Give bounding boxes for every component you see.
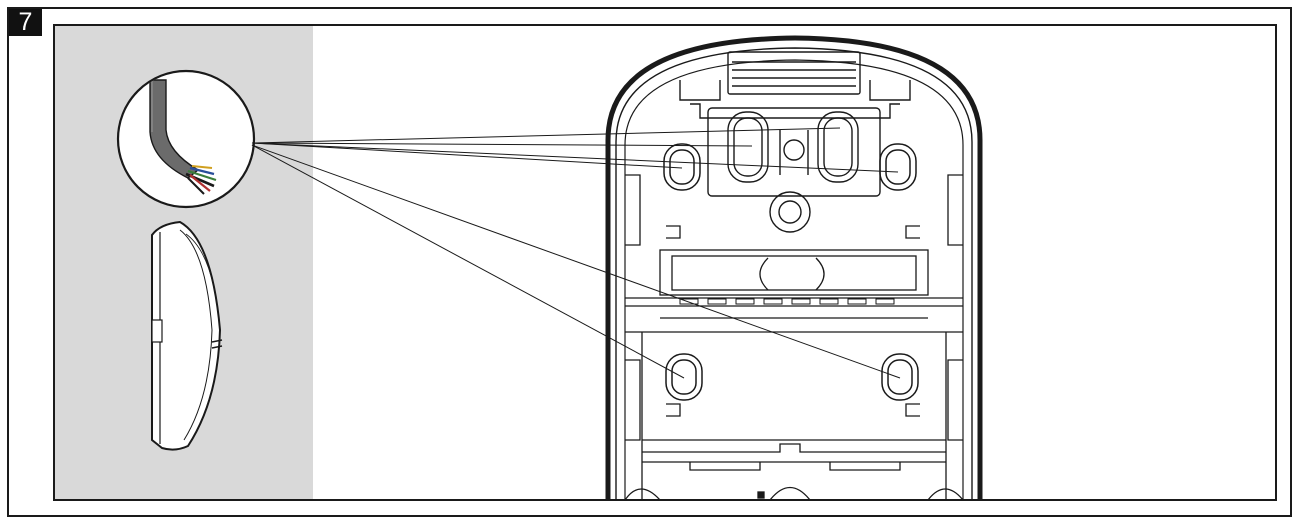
cable-entry-leader-lines <box>251 127 901 379</box>
figure-number-badge: 7 <box>9 9 42 36</box>
mounting-hole-icon <box>879 143 917 191</box>
mounting-hole-icon <box>665 353 703 401</box>
cable-wires-icon <box>116 69 256 209</box>
upper-mounting-block <box>707 107 881 197</box>
detector-base <box>605 35 983 499</box>
mounting-hole-icon <box>881 353 919 401</box>
top-hinge <box>679 51 911 119</box>
detector-cover-icon <box>151 220 223 451</box>
figure-outer-frame <box>7 7 1292 517</box>
